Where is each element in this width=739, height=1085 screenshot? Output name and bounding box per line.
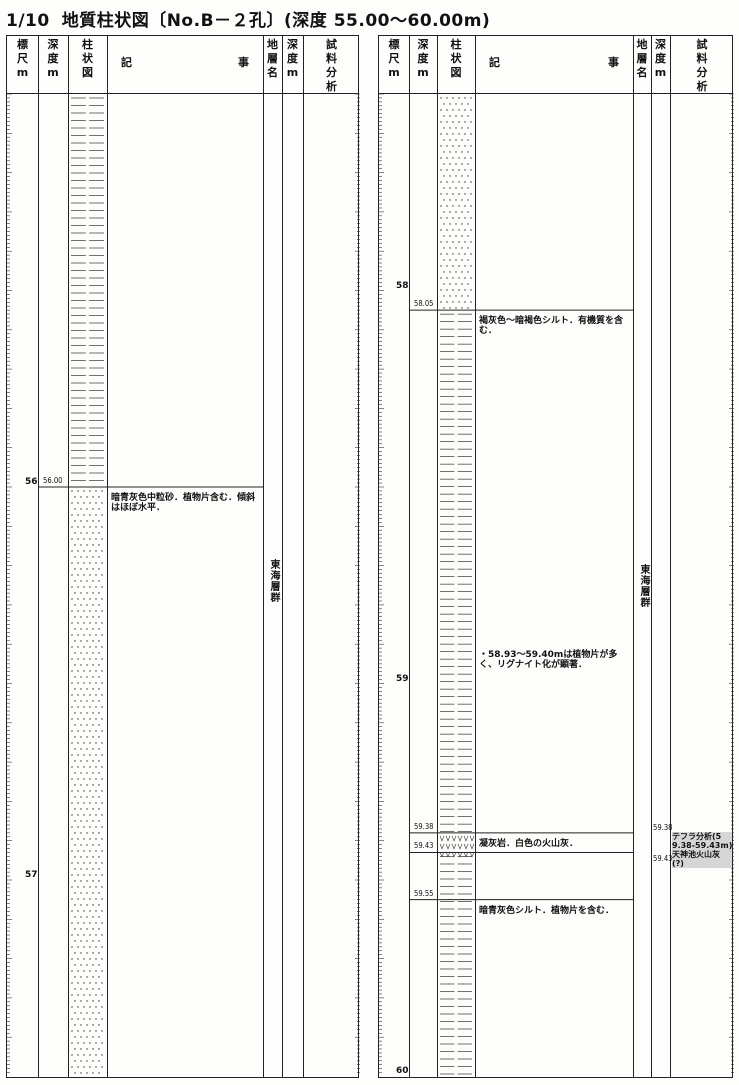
left-log-graphics [7, 93, 360, 1074]
formation-name: 東海層群 [638, 564, 649, 608]
lithology-silt [440, 313, 472, 833]
lithology-tuff [439, 835, 475, 858]
scale-label: 57 [25, 870, 38, 880]
header-description: 記 事 [489, 56, 619, 69]
formation-name: 東海層群 [268, 559, 279, 603]
scale-label: 60 [396, 1066, 409, 1076]
scale-label: 59 [396, 673, 409, 684]
lithology-silt [71, 97, 104, 481]
description-text: ・58.93～59.40mは植物片が多く、リグナイト化が顕著． [479, 650, 618, 671]
header-depth2: 深 度 m [654, 38, 667, 79]
header-analysis: 試 料 分 析 [326, 38, 337, 93]
header-column: 柱 状 図 [82, 38, 93, 79]
header-depth: 深 度 m [417, 38, 429, 79]
header-analysis: 試 料 分 析 [696, 38, 708, 93]
right-log-panel: 標 尺 m 深 度 m 柱 状 図 記 事 地 層 名 深 度 m 試 料 分 … [378, 35, 734, 1078]
description-text: 凝灰岩．白色の火山灰． [479, 838, 579, 849]
header-column: 柱 状 図 [450, 38, 462, 79]
lithology-sand [440, 97, 472, 309]
boundary-depth-label: 59.38 [414, 821, 434, 831]
scale-label: 56 [25, 477, 38, 487]
header-scale: 標 尺 m [16, 38, 29, 79]
header-depth2: 深 度 m [286, 38, 299, 79]
header-scale: 標 尺 m [388, 38, 400, 79]
lithology-silt [440, 856, 472, 1075]
left-log-panel: 標 尺 m 深 度 m 柱 状 図 記 事 地 層 名 深 度 m 試 料 分 … [6, 35, 360, 1078]
scale-label: 58 [396, 280, 409, 291]
right-log-graphics [379, 93, 734, 1075]
analysis-depth-bottom: 59.43 [653, 854, 673, 864]
analysis-depth-top: 59.38 [653, 822, 673, 832]
title-text: 地質柱状図〔No.B－２孔〕(深度 55.00～60.00m) [61, 11, 491, 31]
boundary-depth-label: 56.00 [43, 476, 63, 485]
header-depth: 深 度 m [47, 38, 59, 79]
header-formation: 地 層 名 [636, 38, 648, 79]
lithology-sand [71, 490, 103, 1074]
boundary-depth-label: 58.05 [414, 299, 434, 309]
description-text: 暗青灰色シルト．植物片を含む． [479, 905, 615, 916]
boundary-depth-label: 59.43 [414, 841, 434, 851]
header-formation: 地 層 名 [267, 38, 278, 79]
analysis-result: テフラ分析(5 9.38-59.43m) 天神池火山灰 (?) [672, 831, 732, 868]
header-description: 記 事 [121, 56, 249, 69]
boundary-depth-label: 59.55 [414, 888, 434, 898]
description-text: 暗青灰色中粒砂．植物片含む．傾斜はほぼ水平． [111, 493, 256, 513]
page-title: 1/10 地質柱状図〔No.B－２孔〕(深度 55.00～60.00m) [6, 6, 490, 31]
title-scale: 1/10 [6, 11, 50, 31]
description-text: 褐灰色～暗褐色シルト．有機質を含む． [479, 316, 624, 337]
